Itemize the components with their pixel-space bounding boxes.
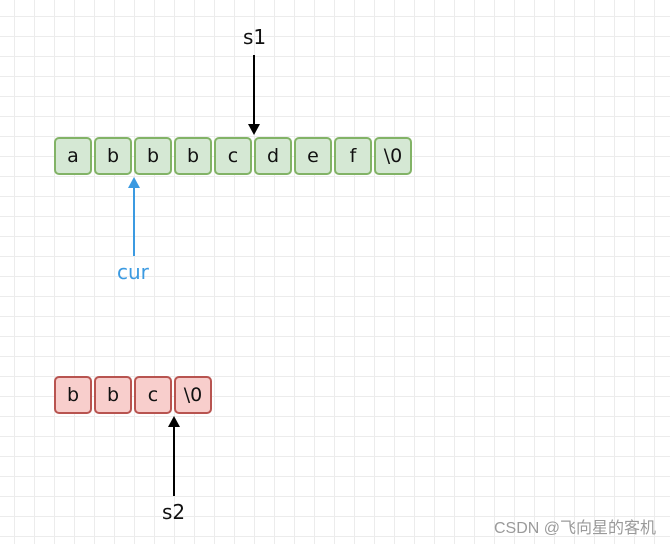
s1-cell-6: e bbox=[294, 137, 332, 175]
s1-cell-5: d bbox=[254, 137, 292, 175]
s2-pointer-arrow bbox=[168, 416, 180, 496]
s2-cell-2: c bbox=[134, 376, 172, 414]
s2-label: s2 bbox=[162, 500, 186, 524]
s1-cell-2: b bbox=[134, 137, 172, 175]
s1-cell-1: b bbox=[94, 137, 132, 175]
s1-cell-4: c bbox=[214, 137, 252, 175]
s1-cell-7: f bbox=[334, 137, 372, 175]
s1-cell-8: \0 bbox=[374, 137, 412, 175]
s1-cell-0: a bbox=[54, 137, 92, 175]
cur-pointer-arrow bbox=[128, 177, 140, 256]
s2-cell-1: b bbox=[94, 376, 132, 414]
watermark: CSDN @飞向星的客机 bbox=[493, 520, 656, 537]
s1-cell-3: b bbox=[174, 137, 212, 175]
s2-cell-0: b bbox=[54, 376, 92, 414]
s2-cell-3: \0 bbox=[174, 376, 212, 414]
s1-label: s1 bbox=[243, 25, 267, 49]
cur-label: cur bbox=[117, 260, 149, 284]
s1-pointer-arrow bbox=[248, 55, 260, 135]
